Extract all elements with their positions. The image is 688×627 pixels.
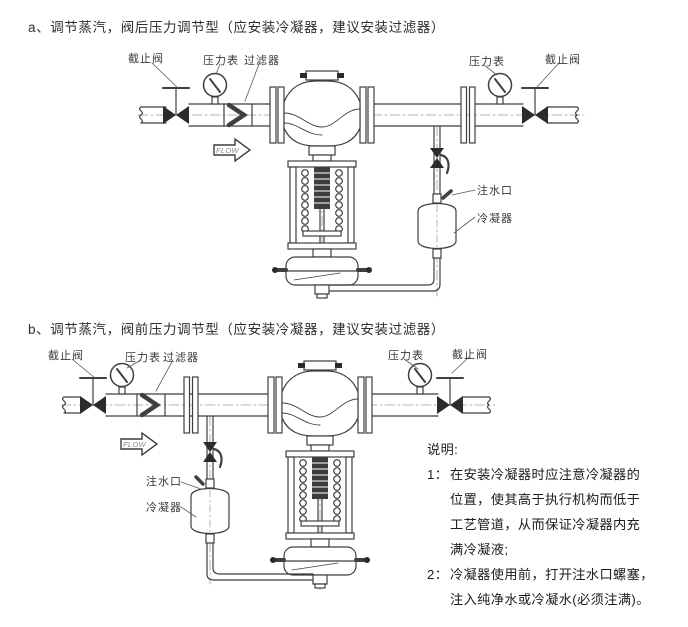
stop-valve-icon [521,87,549,125]
b-condenser-label: 冷凝器 [146,502,182,514]
b-pressure-gauge-left-label: 压力表 [125,352,161,364]
a-pressure-gauge-right-label: 压力表 [469,56,505,68]
a-stop-valve-left-label: 截止阀 [128,53,164,65]
leader-line [151,62,179,89]
b-filter-label: 过滤器 [163,352,199,364]
pipe-end-right [462,396,490,414]
pipe-end-left [63,396,81,414]
leader-line [155,359,174,392]
b-stop-valve-right-label: 截止阀 [452,349,488,361]
a-filter-label: 过滤器 [244,55,280,67]
b-water-inlet-label: 注水口 [146,476,182,488]
diagram-b: FLOW [60,356,496,591]
note-number: 2： [427,567,449,582]
leader-line [180,481,202,490]
diagram-a: FLOW [137,62,585,301]
leader-line [215,63,221,75]
leader-line [403,358,419,370]
b-pressure-gauge-right-label: 压力表 [388,350,424,362]
a-pressure-gauge-left-label: 压力表 [203,55,239,67]
pipe-break-icon [486,396,492,414]
water-inlet-plug-icon [441,189,453,200]
leader-line [451,189,476,196]
section-a-title: a、调节蒸汽，阀后压力调节型（应安装冷凝器，建议安装过滤器） [28,20,446,35]
note-text: 冷凝器使用前，打开注水口螺塞， 注入纯净水或冷凝水(必须注满)。 [450,567,654,607]
leader-line [244,63,260,102]
stop-valve-icon [162,87,190,125]
water-inlet-plug-icon [194,475,205,486]
leader-line [536,62,560,88]
note-item-2: 2： 冷凝器使用前，打开注水口螺塞， 注入纯净水或冷凝水(必须注满)。 [427,562,688,612]
pipe-break-icon [574,106,580,124]
leader-line [180,506,197,518]
flow-arrow-text: FLOW [123,440,146,449]
impulse-pipe [329,257,441,292]
stop-valve-icon [79,377,107,415]
control-valve-with-actuator-icon [266,359,374,590]
riser-valve-icon [201,440,223,469]
note-text: 在安装冷凝器时应注意冷凝器的 位置，使其高于执行机构而低于 工艺管道，从而保证冷… [450,467,641,557]
pipe-run [371,103,463,127]
leader-line [453,216,476,234]
stop-valve-icon [436,377,464,415]
pipe-break-icon [138,106,144,124]
leader-line [451,356,470,374]
pipe-break-icon [61,396,67,414]
a-stop-valve-right-label: 截止阀 [545,54,581,66]
section-b-title: b、调节蒸汽，阀前压力调节型（应安装冷凝器，建议安装过滤器） [28,322,446,337]
notes-block: 说明: 1： 在安装冷凝器时应注意冷凝器的 位置，使其高于执行机构而低于 工艺管… [427,437,688,612]
notes-heading: 说明: [427,442,459,457]
pressure-gauge-icon [407,362,433,395]
pipe-end-left [140,106,167,124]
pipe-end-right [547,106,578,124]
flow-arrow-text: FLOW [216,146,239,155]
leader-line [71,358,96,379]
note-item-1: 1： 在安装冷凝器时应注意冷凝器的 位置，使其高于执行机构而低于 工艺管道，从而… [427,462,688,562]
pressure-gauge-icon [202,72,228,105]
pressure-gauge-icon [109,362,135,395]
pipe-run [371,393,439,417]
pressure-gauge-icon [487,72,513,105]
condenser-icon [417,193,457,259]
control-valve-with-actuator-icon [268,69,376,300]
riser-valve-icon [428,146,450,175]
leader-line [483,64,498,76]
a-condenser-label: 冷凝器 [477,213,513,225]
note-number: 1： [427,467,449,482]
leader-line [126,359,142,369]
impulse-pipe [206,542,314,581]
condenser-icon [190,478,230,544]
impulse-pipe [433,125,441,195]
a-water-inlet-label: 注水口 [477,185,513,197]
b-stop-valve-left-label: 截止阀 [48,350,84,362]
